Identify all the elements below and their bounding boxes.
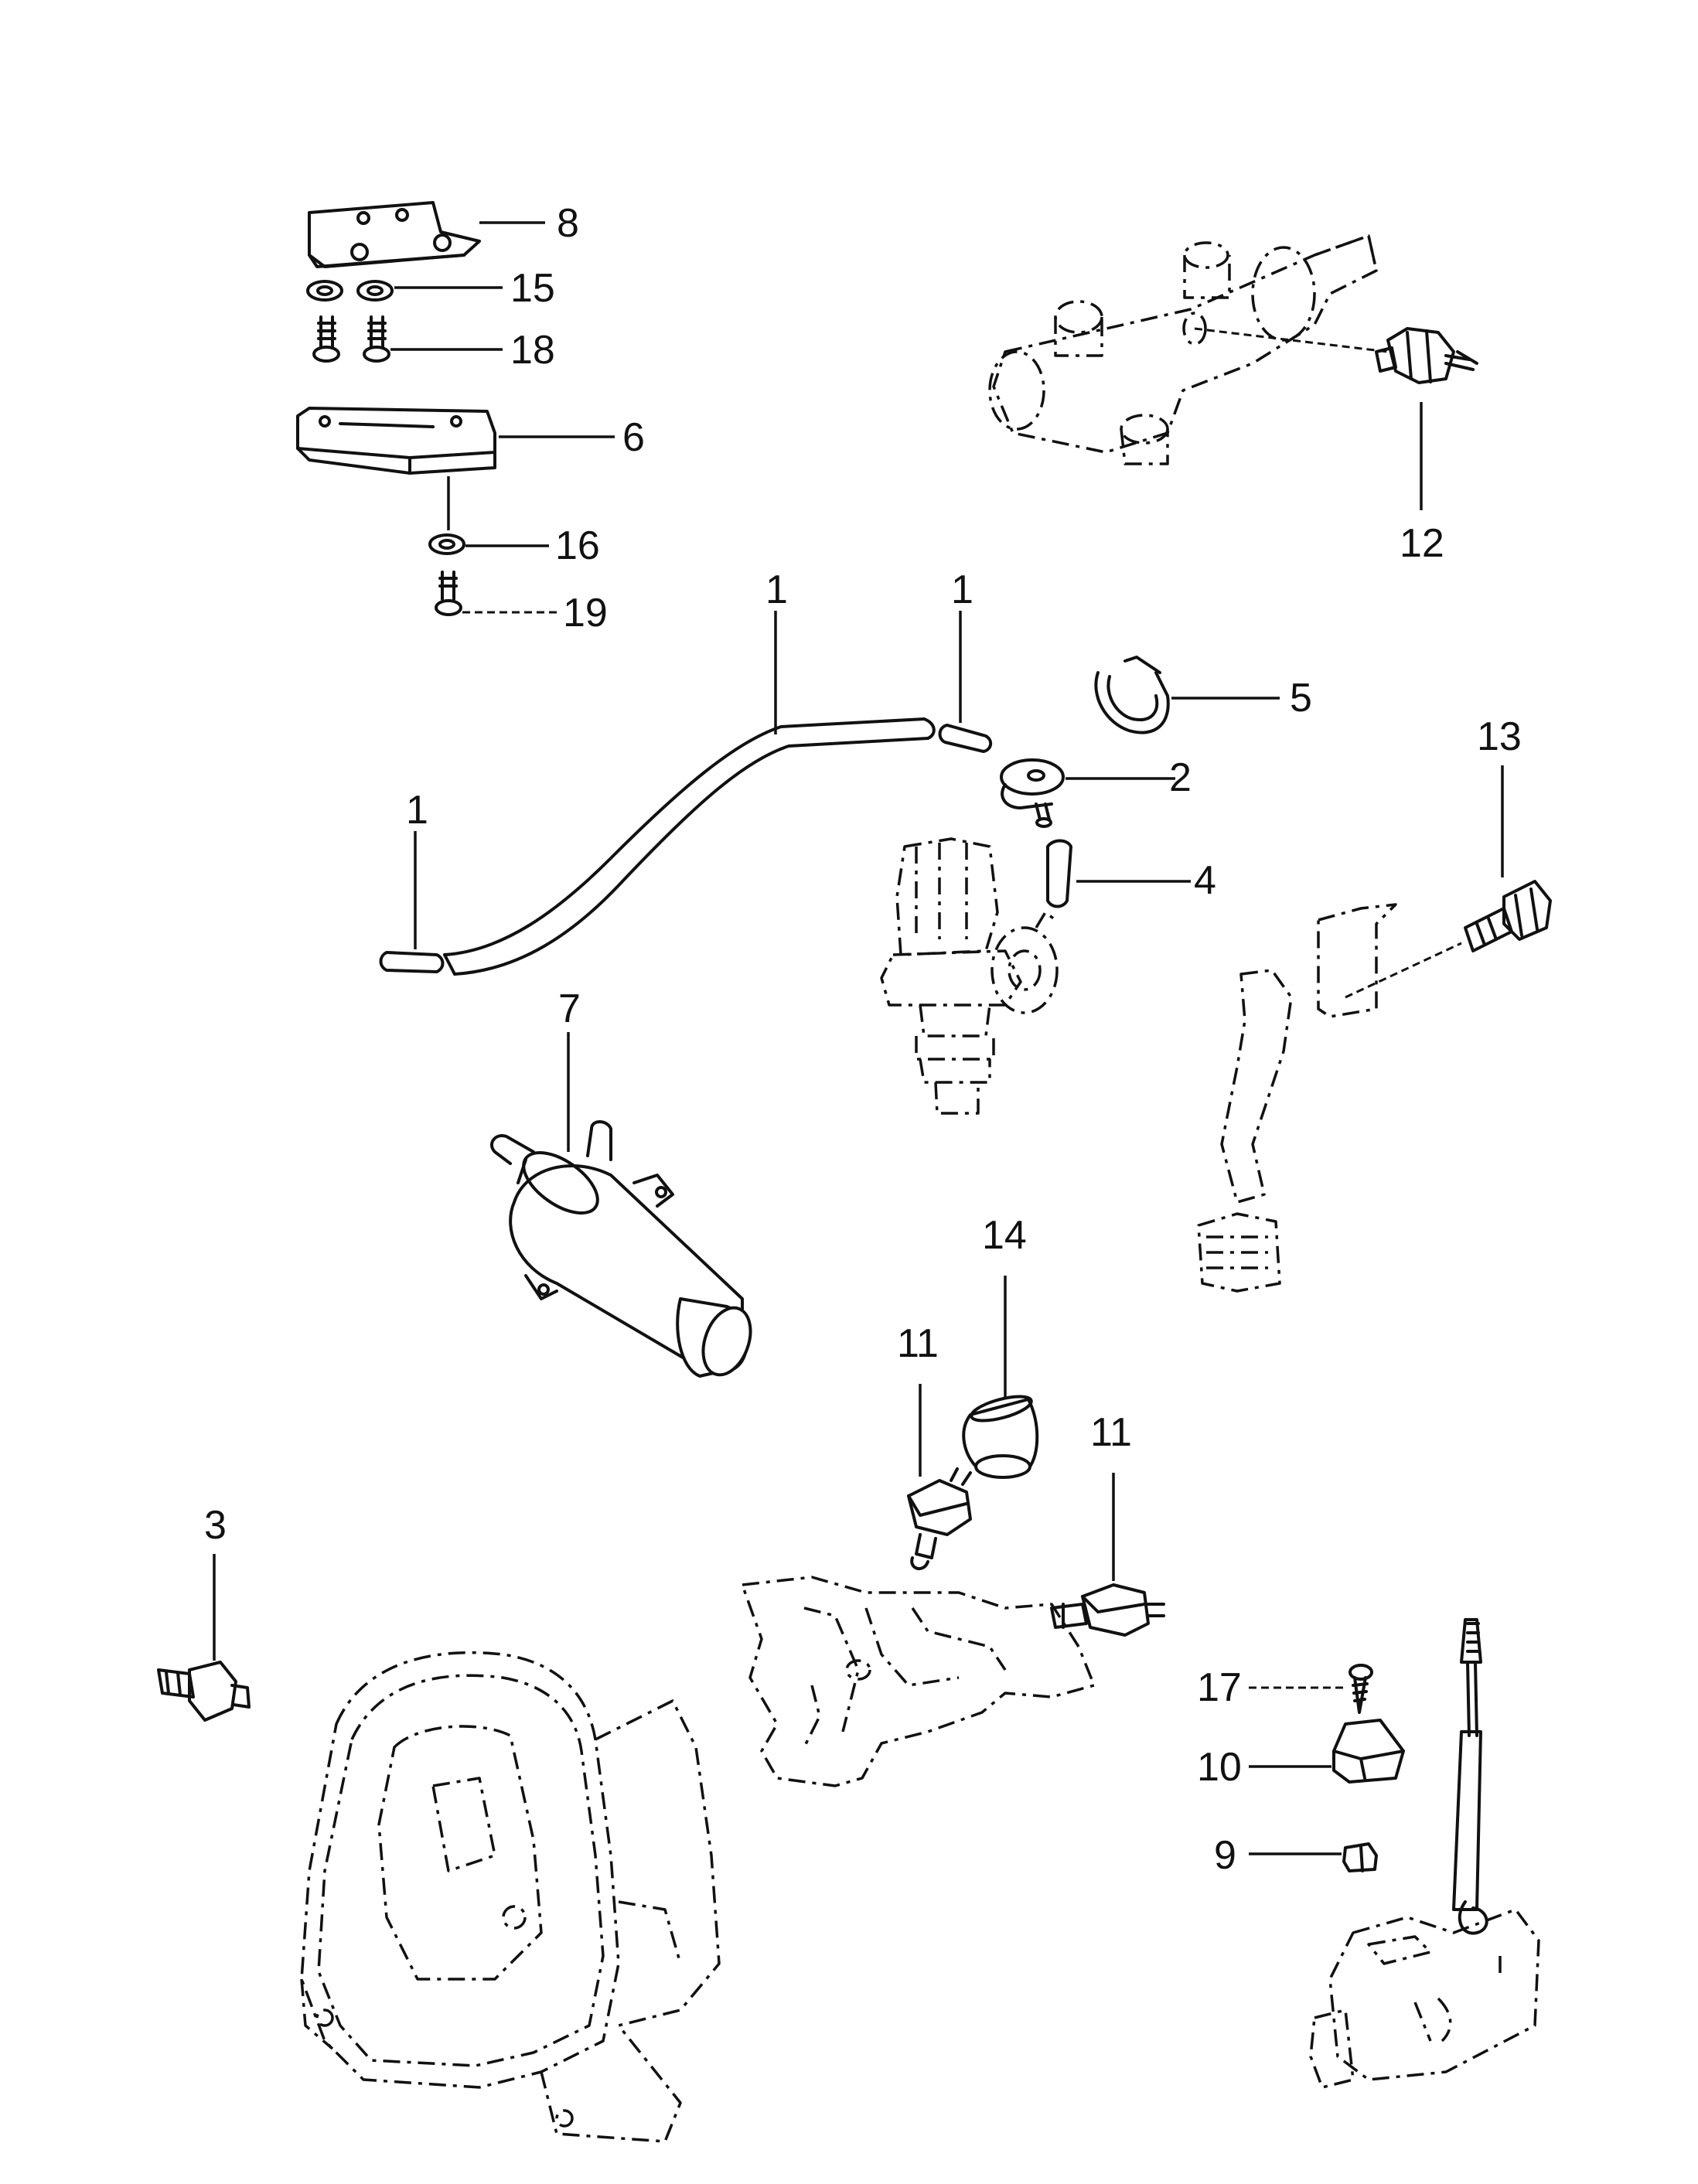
- gearbox-outline: [741, 1576, 1096, 1787]
- master-cylinder-outline: [988, 234, 1378, 465]
- callout-7: 7: [558, 986, 581, 1031]
- callout-5: 5: [1290, 676, 1312, 721]
- bolt-19: [435, 571, 462, 616]
- callout-3: 3: [204, 1503, 227, 1548]
- brake-light-switch-13: [1464, 880, 1552, 952]
- shift-lever: [1460, 1618, 1482, 1737]
- switch-11-left: [907, 1467, 972, 1570]
- pedal-outline: [1197, 903, 1397, 1293]
- cap-14: [962, 1395, 1039, 1479]
- hose-4: [1046, 839, 1072, 908]
- fuel-pump-7: [490, 1120, 752, 1378]
- pressure-switch-12: [1375, 327, 1478, 384]
- callout-11-left: 11: [897, 1321, 939, 1366]
- hose-1-short-left: [379, 951, 445, 973]
- callout-17: 17: [1197, 1665, 1242, 1710]
- callout-13: 13: [1477, 714, 1522, 759]
- shifter-housing-outline: [1309, 1908, 1540, 2089]
- callout-12: 12: [1400, 521, 1444, 566]
- callout-11-right: 11: [1090, 1410, 1132, 1455]
- callout-6: 6: [622, 415, 645, 460]
- callout-1-top-left: 1: [765, 567, 788, 612]
- callout-14: 14: [982, 1213, 1027, 1258]
- knob-10: [1332, 1719, 1405, 1784]
- switch-11-right: [1050, 1583, 1165, 1637]
- plug-3: [157, 1661, 251, 1722]
- callout-16: 16: [555, 523, 600, 568]
- clip-9: [1342, 1842, 1378, 1872]
- callout-1-left: 1: [406, 788, 428, 833]
- callout-18: 18: [510, 328, 555, 373]
- hose-1-main: [443, 717, 936, 976]
- hose-1-short-right: [938, 724, 993, 753]
- callout-9: 9: [1214, 1833, 1236, 1878]
- callout-4: 4: [1194, 858, 1216, 903]
- transmission-housing-outline: [300, 1651, 721, 2143]
- bracket-6: [296, 407, 496, 475]
- callout-8: 8: [557, 201, 579, 246]
- callout-19: 19: [563, 591, 608, 635]
- clamp-5: [1094, 656, 1170, 734]
- check-valve-2: [1000, 758, 1065, 828]
- shift-lever-rod: [1452, 1730, 1488, 1935]
- callout-1-top-right: 1: [951, 567, 973, 612]
- callout-2: 2: [1169, 755, 1192, 800]
- bolt-18: [312, 315, 390, 363]
- distributor-outline: [880, 837, 1059, 1115]
- screw-17: [1349, 1664, 1373, 1714]
- callout-10: 10: [1197, 1745, 1242, 1790]
- bracket-8: [308, 201, 481, 268]
- washer-15: [306, 280, 394, 302]
- washer-16: [428, 533, 465, 555]
- callout-15: 15: [510, 266, 555, 311]
